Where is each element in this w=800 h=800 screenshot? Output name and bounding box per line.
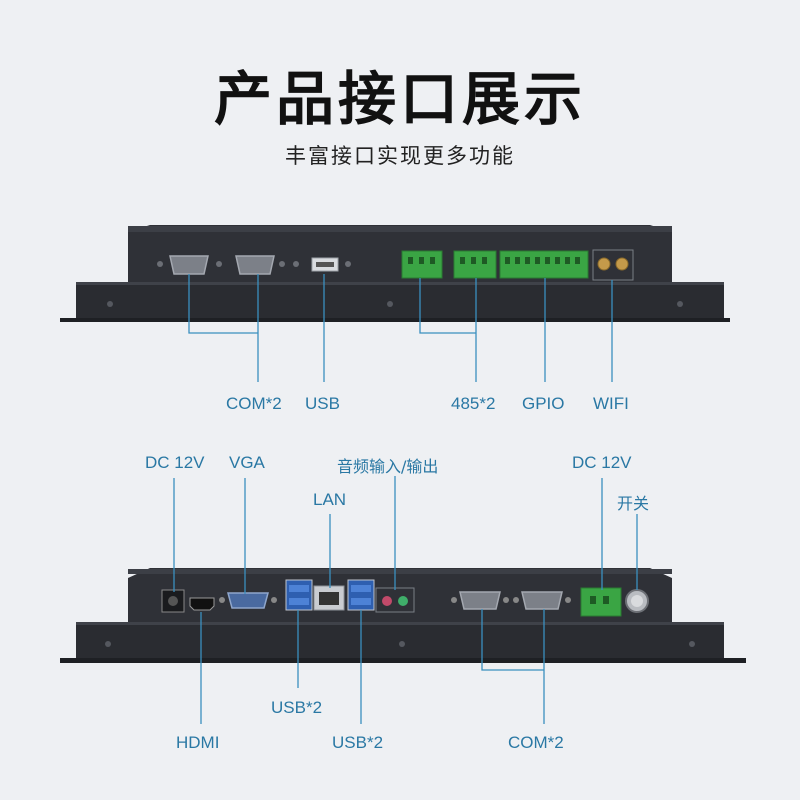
top-wifi-connector-1 — [597, 257, 611, 271]
bottom-usb-stack-a — [285, 579, 313, 611]
label-top-485: 485*2 — [451, 394, 496, 413]
bottom-com1-port — [459, 591, 501, 610]
top-wifi-connector-2 — [615, 257, 629, 271]
label-bottom-hdmi: HDMI — [176, 733, 220, 752]
bottom-hdmi-port — [189, 597, 215, 611]
bottom-chassis-body — [128, 568, 672, 624]
label-bottom-power-switch: 开关 — [617, 494, 650, 513]
label-bottom-usb-a: USB*2 — [271, 698, 323, 717]
bottom-dc-terminal — [580, 587, 622, 617]
label-bottom-lan: LAN — [313, 490, 347, 509]
bottom-flange — [76, 622, 724, 658]
page-title: 产品接口展示 — [213, 65, 586, 133]
bottom-leader-lines — [173, 476, 638, 724]
top-com2-port — [235, 255, 275, 275]
top-485-terminal-1 — [401, 250, 443, 279]
top-leader-lines — [188, 274, 613, 382]
top-com1-port — [169, 255, 209, 275]
bottom-com2-port — [521, 591, 563, 610]
label-bottom-com: COM*2 — [508, 733, 564, 752]
label-top-usb: USB — [305, 394, 340, 413]
label-top-wifi: WIFI — [593, 394, 629, 413]
top-wifi-frame — [592, 249, 634, 281]
label-bottom-vga: VGA — [229, 453, 265, 472]
label-bottom-dc-right: DC 12V — [572, 453, 632, 472]
top-gpio-terminal — [499, 250, 589, 279]
label-bottom-audio: 音频输入/输出 — [337, 457, 439, 476]
top-flange-base — [60, 318, 730, 322]
page-subtitle: 丰富接口实现更多功能 — [285, 144, 515, 168]
label-bottom-usb-b: USB*2 — [332, 733, 384, 752]
label-bottom-dc-left: DC 12V — [145, 453, 205, 472]
top-485-terminal-2 — [453, 250, 497, 279]
bottom-flange-base — [60, 658, 746, 663]
bottom-audio-mic-jack — [382, 596, 392, 606]
label-top-com: COM*2 — [226, 394, 282, 413]
bottom-audio-out-jack — [398, 596, 408, 606]
label-top-gpio: GPIO — [522, 394, 565, 413]
bottom-usb-stack-b — [347, 579, 375, 611]
top-flange — [76, 282, 724, 318]
bottom-vga-port — [227, 592, 269, 609]
top-chassis-highlight — [128, 226, 672, 232]
